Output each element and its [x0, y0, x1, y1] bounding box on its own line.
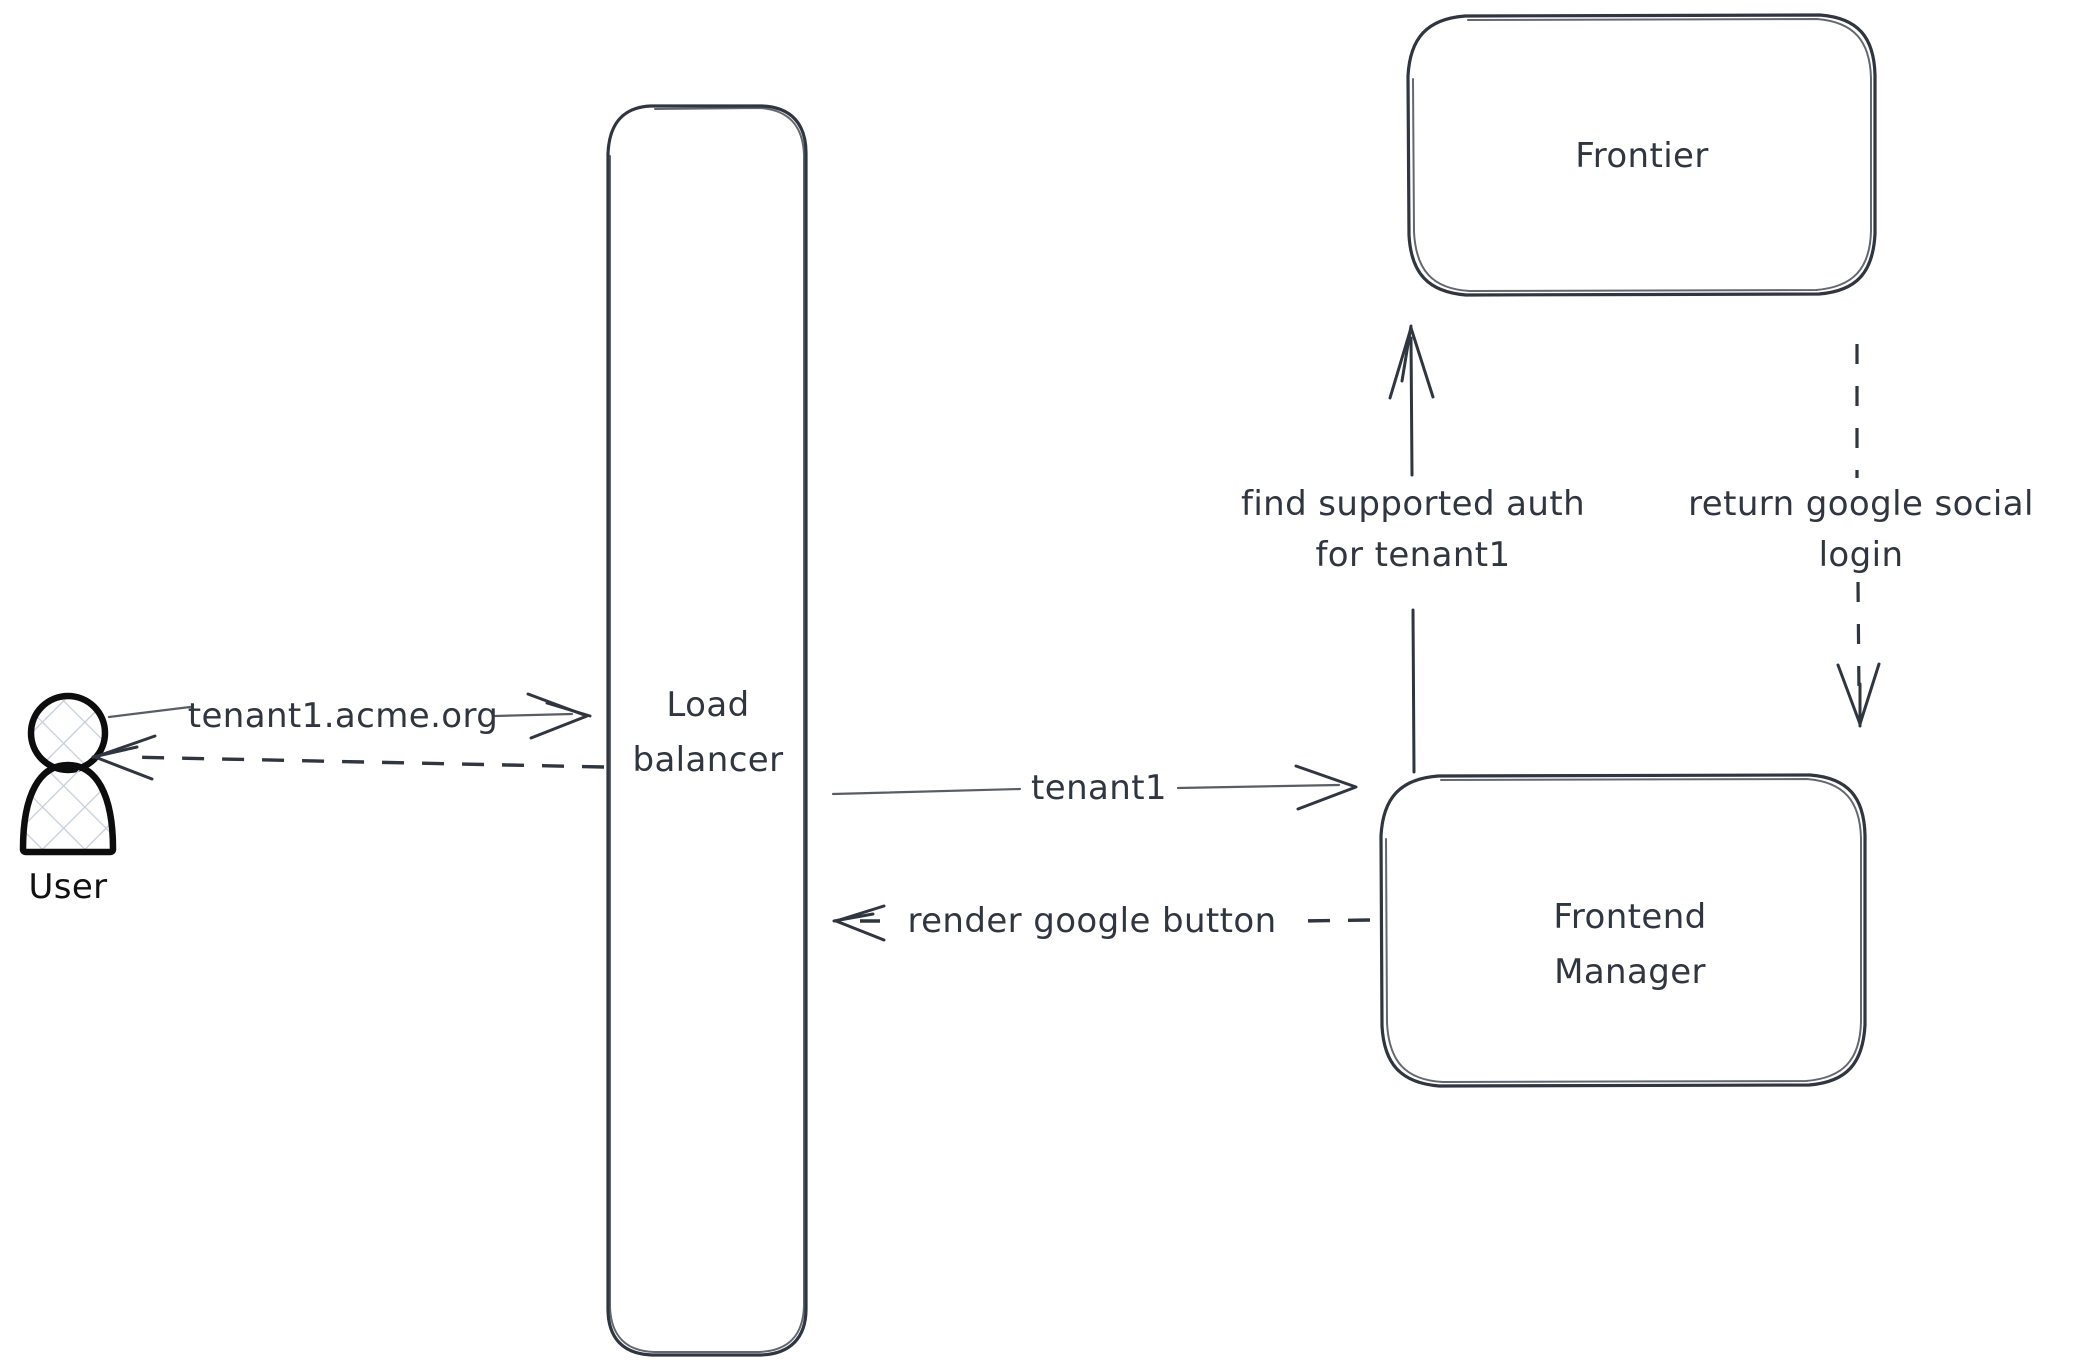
node-frontend-manager[interactable]: Frontend Manager — [1379, 773, 1867, 1088]
frontier-shape — [1406, 13, 1877, 297]
edge-lb-to-fm-arrowhead — [1294, 764, 1358, 811]
edge-fm-to-lb-label: render google button — [907, 901, 1276, 941]
node-load-balancer[interactable]: Load balancer — [606, 104, 808, 1357]
edge-fm-to-lb-line-right — [1299, 918, 1371, 923]
edge-user-to-lb-arrowhead-2 — [545, 701, 592, 718]
edge-fm-to-frontier-label-line2: for tenant1 — [1315, 535, 1510, 575]
edge-frontier-to-frontend-manager[interactable]: return google social login — [1688, 344, 2034, 728]
edge-user-to-lb-label: tenant1.acme.org — [188, 696, 499, 736]
edge-frontend-manager-to-frontier[interactable]: find supported auth for tenant1 — [1241, 324, 1585, 774]
node-user[interactable]: User — [19, 692, 117, 907]
load-balancer-shape — [606, 104, 808, 1357]
person-icon-head — [27, 692, 109, 774]
node-frontier[interactable]: Frontier — [1406, 13, 1877, 297]
edge-fm-to-frontier-label-line1: find supported auth — [1241, 484, 1585, 524]
edge-frontier-to-fm-label-line1: return google social — [1688, 484, 2034, 524]
edge-fm-to-frontier-line-lower — [1411, 608, 1416, 774]
edge-lb-to-user-arrowhead-2 — [91, 745, 139, 759]
edge-fm-to-frontier-line-upper — [1409, 336, 1414, 477]
user-label: User — [28, 867, 107, 907]
load-balancer-label-line1: Load — [666, 685, 749, 725]
edge-user-to-load-balancer[interactable]: tenant1.acme.org — [107, 692, 592, 740]
edge-user-to-lb-line-right — [493, 712, 574, 718]
frontier-label: Frontier — [1575, 136, 1709, 176]
frontend-manager-shape-sketch — [1385, 778, 1862, 1083]
edge-fm-to-frontier-arrowhead-2 — [1400, 324, 1413, 383]
edge-load-balancer-to-frontend-manager[interactable]: tenant1 — [831, 764, 1358, 811]
edge-lb-to-fm-line-left — [831, 787, 1022, 796]
edge-lb-to-fm-label: tenant1 — [1031, 768, 1167, 808]
edge-lb-to-fm-line-right — [1176, 783, 1341, 790]
person-icon-body — [19, 761, 117, 856]
load-balancer-shape-sketch — [609, 107, 805, 1353]
edge-load-balancer-to-user[interactable] — [91, 734, 605, 781]
frontend-manager-shape — [1379, 773, 1867, 1088]
edge-frontend-manager-to-load-balancer[interactable]: render google button — [832, 901, 1371, 942]
edge-frontier-to-fm-line-lower — [1856, 581, 1861, 695]
edge-user-to-lb-line-left — [107, 705, 192, 719]
frontier-shape-sketch — [1412, 18, 1872, 292]
frontend-manager-label-line1: Frontend — [1553, 897, 1706, 937]
frontend-manager-label-line2: Manager — [1554, 952, 1706, 992]
edge-fm-to-lb-arrowhead-2 — [832, 912, 875, 923]
load-balancer-label-line2: balancer — [632, 740, 783, 780]
edge-lb-to-user-line — [124, 755, 605, 769]
edge-frontier-to-fm-label-line2: login — [1819, 535, 1904, 575]
edge-fm-to-lb-arrowhead — [834, 904, 886, 942]
